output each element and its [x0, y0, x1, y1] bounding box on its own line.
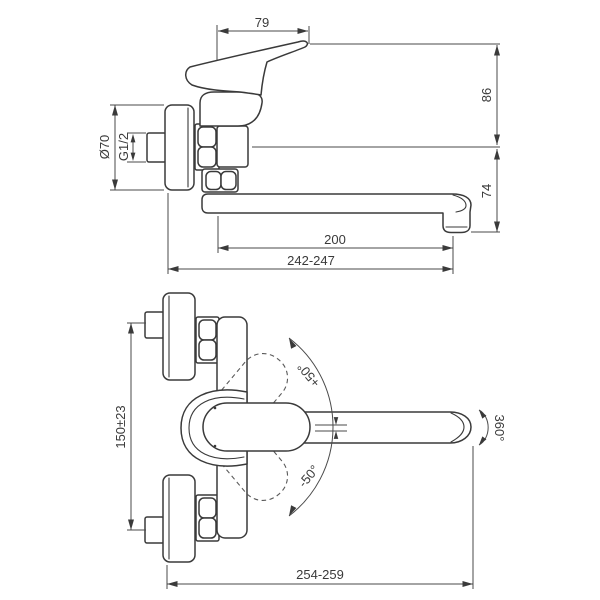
- dim-height-above-connection: 86: [479, 88, 494, 102]
- dim-spout-reach: 200: [324, 232, 346, 247]
- lower-wall-flange: [162, 474, 196, 563]
- dim-overall-width: 254-259: [296, 567, 344, 582]
- upper-wall-flange: [162, 292, 196, 381]
- dim-handle-swing-up: +50°: [294, 360, 323, 391]
- lower-pipe-stub: [144, 516, 165, 544]
- upper-connection-nut: [195, 316, 220, 364]
- front-view-dimensions: 150±23 +50° -50° 360° 254-259: [113, 322, 507, 589]
- wall-flange: [164, 104, 195, 191]
- front-lever-handle: [202, 402, 311, 452]
- lower-connection-nut: [195, 494, 220, 542]
- spout-end-curve: [452, 194, 467, 213]
- dim-height-below-connection: 74: [479, 184, 494, 198]
- spout-axis-marks: [315, 417, 347, 439]
- handle-mark-top: [213, 406, 217, 410]
- mounting-block: [216, 125, 249, 168]
- dim-connection-thread: G1/2: [116, 133, 131, 161]
- dim-handle-length: 79: [255, 15, 269, 30]
- front-view-dimension-labels: 150±23 +50° -50° 360° 254-259: [113, 360, 507, 582]
- side-view-outline: [146, 40, 472, 234]
- dim-handle-swing-down: -50°: [295, 462, 322, 490]
- handle-swing-arc: [288, 337, 334, 517]
- front-view-dimension-lines: [127, 322, 474, 589]
- spout-nut: [201, 168, 239, 193]
- dim-flange-diameter: Ø70: [97, 135, 112, 160]
- dim-spout-swivel: 360°: [492, 415, 507, 442]
- side-view-dimension-labels: 79 86 74 Ø70 G1/2 200 242-247: [97, 15, 494, 268]
- side-view-dimensions: 79 86 74 Ø70 G1/2 200 242-247: [97, 15, 500, 274]
- front-view: 150±23 +50° -50° 360° 254-259: [113, 292, 507, 589]
- handle-mark-bottom: [213, 444, 217, 448]
- upper-pipe-stub: [144, 311, 165, 339]
- spout: [201, 193, 472, 234]
- cartridge-dome-inner: [188, 396, 245, 460]
- front-view-outline: [144, 292, 472, 563]
- lever-handle: [185, 40, 309, 96]
- side-view: 79 86 74 Ø70 G1/2 200 242-247: [97, 15, 500, 274]
- front-spout: [294, 411, 472, 444]
- front-spout-end-curve: [450, 412, 465, 443]
- mixer-body: [199, 91, 263, 127]
- pipe-stub: [146, 132, 167, 163]
- dim-connection-spacing: 150±23: [113, 405, 128, 448]
- dim-total-reach: 242-247: [287, 253, 335, 268]
- connection-nut: [194, 123, 220, 171]
